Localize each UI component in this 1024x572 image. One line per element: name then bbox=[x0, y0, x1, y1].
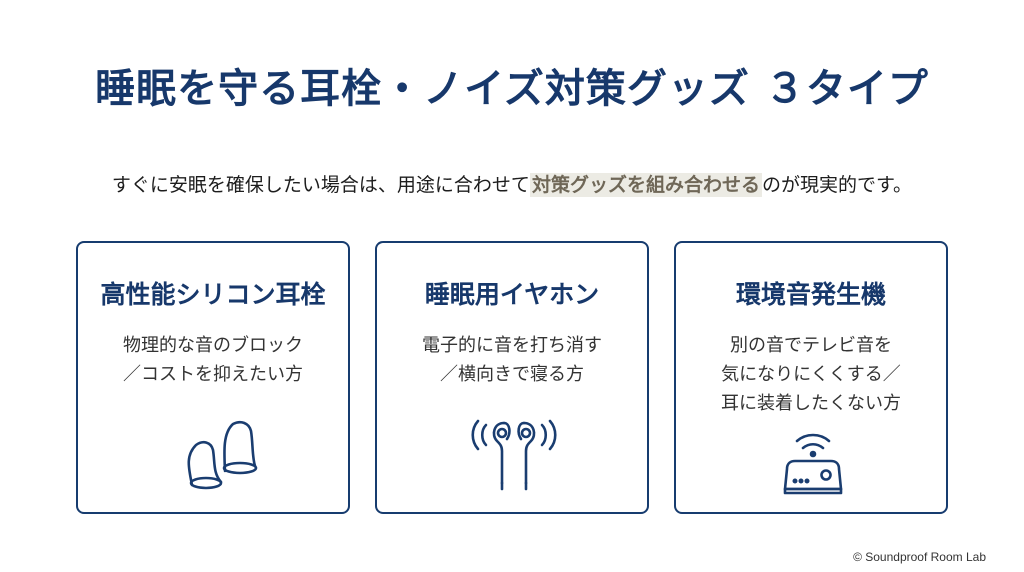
card-title: 高性能シリコン耳栓 bbox=[100, 280, 326, 309]
card-description: 別の音でテレビ音を 気になりにくくする／ 耳に装着したくない方 bbox=[676, 331, 946, 418]
subtitle-text-after: のが現実的です。 bbox=[761, 174, 913, 196]
card-sound-machine: 環境音発生機 別の音でテレビ音を 気になりにくくする／ 耳に装着したくない方 bbox=[674, 241, 948, 514]
card-title: 睡眠用イヤホン bbox=[424, 280, 600, 309]
card-description-line: 電子的に音を打ち消す bbox=[422, 335, 602, 356]
earplugs-icon bbox=[187, 420, 258, 490]
card-description: 物理的な音のブロック ／コストを抑えたい方 bbox=[78, 331, 348, 389]
copyright-notice: © Soundproof Room Lab bbox=[853, 550, 986, 564]
card-description: 電子的に音を打ち消す ／横向きで寝る方 bbox=[377, 331, 647, 389]
card-title: 環境音発生機 bbox=[735, 280, 886, 309]
card-sleep-earphones: 睡眠用イヤホン 電子的に音を打ち消す ／横向きで寝る方 bbox=[375, 241, 649, 514]
sound-machine-icon bbox=[783, 433, 843, 495]
card-description-line: ／コストを抑えたい方 bbox=[123, 364, 303, 385]
page-title: 睡眠を守る耳栓・ノイズ対策グッズ ３タイプ bbox=[95, 66, 929, 112]
card-description-line: 耳に装着したくない方 bbox=[721, 393, 901, 414]
card-description-line: ／横向きで寝る方 bbox=[440, 364, 584, 385]
subtitle-highlight: 対策グッズを組み合わせる bbox=[529, 173, 762, 197]
earphones-icon bbox=[471, 419, 557, 491]
card-description-line: 別の音でテレビ音を bbox=[730, 335, 892, 356]
card-description-line: 物理的な音のブロック bbox=[123, 335, 303, 356]
card-description-line: 気になりにくくする／ bbox=[721, 364, 901, 385]
card-silicone-earplugs: 高性能シリコン耳栓 物理的な音のブロック ／コストを抑えたい方 bbox=[76, 241, 350, 514]
subtitle-text-before: すぐに安眠を確保したい場合は、用途に合わせて bbox=[111, 174, 530, 196]
subtitle: すぐに安眠を確保したい場合は、用途に合わせて対策グッズを組み合わせるのが現実的で… bbox=[0, 170, 1024, 197]
